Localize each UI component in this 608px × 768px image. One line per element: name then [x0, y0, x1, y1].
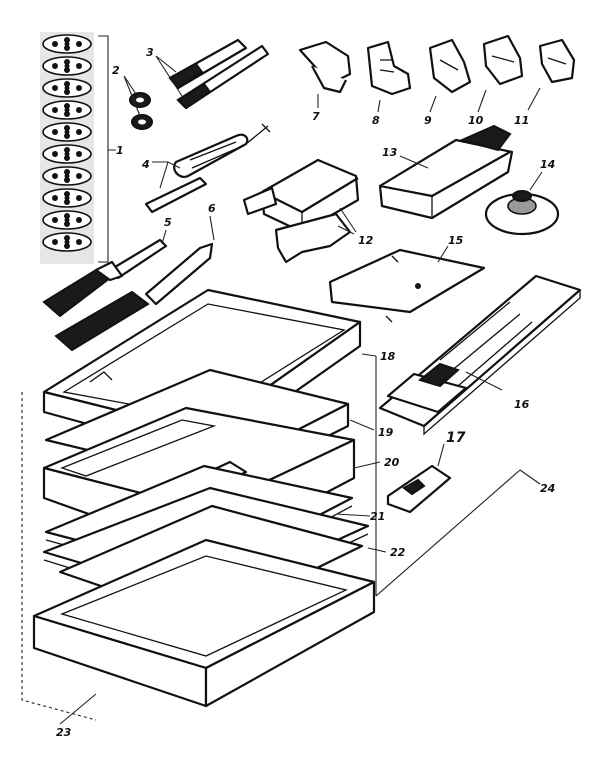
- callout-10: 10: [468, 114, 484, 127]
- callout-1: 1: [116, 144, 124, 157]
- seam-ripper: [144, 123, 271, 214]
- bobbin-hole: [52, 239, 58, 245]
- bobbin-hole: [64, 125, 70, 131]
- large-screwdriver: [42, 229, 168, 318]
- bobbin-hole: [76, 85, 82, 91]
- bobbin-hole: [64, 81, 70, 87]
- bobbin-hole: [64, 107, 70, 113]
- callout-4: 4: [141, 158, 150, 171]
- callout-21: 21: [370, 510, 385, 523]
- callout-5: 5: [164, 216, 172, 229]
- bobbin-hole: [76, 129, 82, 135]
- bobbin-hole: [64, 67, 70, 73]
- kit-bracket: [21, 356, 541, 721]
- callout-7: 7: [312, 110, 320, 123]
- bobbin-hole: [64, 89, 70, 95]
- bobbin-hole: [64, 173, 70, 179]
- bobbin-hole: [52, 217, 58, 223]
- bobbin-hole: [64, 59, 70, 65]
- callout-22: 22: [390, 546, 406, 559]
- bobbin-hole: [52, 129, 58, 135]
- bobbin-stack: [40, 32, 116, 264]
- bobbin-hole: [64, 191, 70, 197]
- callout-3: 3: [146, 46, 154, 59]
- callout-13: 13: [382, 146, 398, 159]
- bobbin-hole: [52, 85, 58, 91]
- callout-20: 20: [384, 456, 400, 469]
- bobbin-hole: [64, 151, 70, 157]
- small-screwdriver: [54, 215, 215, 352]
- callout-8: 8: [372, 114, 380, 127]
- bobbin-hole: [76, 151, 82, 157]
- bobbin-hole: [76, 107, 82, 113]
- callout-23: 23: [56, 726, 72, 739]
- callout-24: 24: [540, 482, 555, 495]
- cam-knob: [484, 171, 560, 236]
- callout-17: 17: [446, 430, 466, 446]
- washers: [123, 75, 153, 130]
- bobbin-hole: [64, 195, 70, 201]
- bobbin-hole: [52, 195, 58, 201]
- bobbin-hole: [64, 155, 70, 161]
- bobbin-hole: [52, 107, 58, 113]
- bobbin-hole: [76, 41, 82, 47]
- bobbin-hole: [64, 239, 70, 245]
- presser-foot-9: [428, 38, 472, 113]
- callout-11: 11: [514, 114, 529, 127]
- buttonhole-box: [378, 124, 514, 220]
- small-cam: [386, 443, 452, 514]
- bobbin-hole: [64, 235, 70, 241]
- bobbin-hole: [64, 37, 70, 43]
- presser-foot-11: [527, 38, 576, 111]
- bobbin-hole: [64, 85, 70, 91]
- callout-12: 12: [358, 234, 374, 247]
- throat-plate: [328, 245, 486, 323]
- callout-15: 15: [448, 234, 464, 247]
- callout-18: 18: [380, 350, 396, 363]
- callout-2: 2: [112, 64, 120, 77]
- bobbin-hole: [64, 169, 70, 175]
- bobbin-hole: [52, 63, 58, 69]
- attachment-box: [242, 158, 360, 264]
- bobbin-hole: [76, 195, 82, 201]
- bobbin-hole: [64, 217, 70, 223]
- presser-foot-8: [366, 40, 412, 113]
- callout-labels: 1 2 3 4 5 6 7 8 9 10 11 12 13 14 15 16 1…: [56, 46, 555, 739]
- bobbin-hole: [52, 173, 58, 179]
- bobbin-hole: [76, 173, 82, 179]
- screwdrivers: [155, 38, 270, 110]
- bobbin-hole: [64, 243, 70, 249]
- bobbin-hole: [64, 213, 70, 219]
- case-base: [32, 538, 376, 725]
- bobbin-hole: [52, 151, 58, 157]
- presser-foot-7: [298, 40, 352, 108]
- callout-14: 14: [540, 158, 555, 171]
- bobbin-hole: [64, 41, 70, 47]
- bobbin-hole: [64, 133, 70, 139]
- bobbin-hole: [64, 63, 70, 69]
- bobbin-hole: [76, 63, 82, 69]
- callout-9: 9: [424, 114, 432, 127]
- bobbin-hole: [64, 45, 70, 51]
- bobbin-hole: [64, 147, 70, 153]
- bobbin-hole: [64, 111, 70, 117]
- callout-16: 16: [514, 398, 530, 411]
- bobbin-hole: [52, 41, 58, 47]
- bobbin-hole: [76, 217, 82, 223]
- bobbin-hole: [64, 177, 70, 183]
- bobbin-hole: [76, 239, 82, 245]
- callout-19: 19: [378, 426, 394, 439]
- slide-tray: [378, 274, 582, 436]
- bobbin-hole: [64, 221, 70, 227]
- bobbin-hole: [64, 103, 70, 109]
- bobbin-hole: [64, 129, 70, 135]
- presser-foot-10: [477, 34, 524, 113]
- callout-6: 6: [208, 202, 216, 215]
- bobbin-hole: [64, 199, 70, 205]
